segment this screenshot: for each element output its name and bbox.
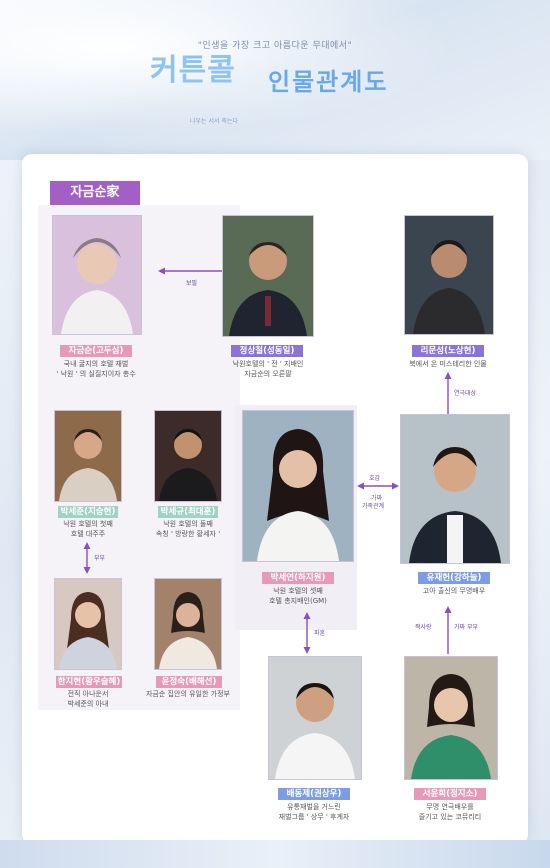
photo-seoyunhee [404,656,498,780]
rel-boyal: 보필 [186,280,198,287]
desc-hanjihyun-1: 전직 아나운서 [67,690,109,698]
name-jageumsun: 자금순(고두심) [60,345,132,357]
header-background [0,0,550,160]
rel-yeongi: 연극대상 [454,390,477,397]
desc-jungsangcheol-2: 자금순의 오른팔 [244,370,292,378]
rel-hogam: 호감 [369,475,381,482]
photo-parksemi [242,410,354,562]
bottom-glow [0,840,550,868]
name-jungsangcheol: 정상철(성동일) [231,345,303,357]
photo-yunjeongsuk [154,578,222,670]
photo-jungsangcheol [222,215,314,337]
desc-parkseguk-2: 속칭 ' 방랑한 황세자 ' [155,530,221,538]
name-parkseju: 박세준(지승현) [58,506,118,518]
name-baedongje: 배동제(권상우) [278,788,350,800]
photo-yujaeheon [400,414,510,564]
name-parksemi: 박세연(하지원) [262,572,334,584]
arrow-pahon [303,612,311,654]
arrow-bubu [83,542,91,574]
rel-gajjabubu: 가짜 부부 [454,624,478,631]
page-title: 인물관계도 [268,68,389,96]
desc-baedongje-1: 유통재벌을 거느린 [287,803,341,811]
desc-jageumsun-1: 국내 굴지의 호텔 재벌 [63,360,129,368]
desc-baedongje-2: 재벌그룹 ' 상무 ' 후계자 [278,813,350,821]
rel-gajokgwangye: 가족관계 [362,503,385,510]
name-hanjihyun: 한지현(황우슬혜) [56,676,122,688]
rel-gajja: 가짜 [371,495,383,502]
desc-parkseju-2: 호텔 대주주 [70,530,106,538]
logo-subtitle: 나우는 서서 죽는다 [190,118,238,125]
name-risangsik: 리문성(노상현) [412,345,484,357]
arrow-boyal [158,267,222,275]
arrow-yeongi [444,372,452,414]
photo-parkseju [54,410,122,502]
photo-jageumsun [52,215,142,335]
family-label: 자금순家 [50,181,140,205]
desc-hanjihyun-2: 박세준의 아내 [67,700,109,708]
desc-seoyunhee-1: 무명 연극배우를 [426,803,474,811]
desc-parksemi-1: 낙원 호텔의 셋째 [273,587,323,595]
desc-jungsangcheol-1: 낙원호텔의 ' 전 ' 지배인 [232,360,304,368]
rel-pahon: 파혼 [314,630,326,637]
slogan: "인생을 가장 크고 아름다운 무대에서" [197,41,353,51]
name-yunjeongsuk: 윤정숙(배해선) [156,676,222,688]
desc-jageumsun-2: ' 낙원 ' 의 실질지이자 총수 [56,370,136,378]
arrow-hogam [357,482,399,490]
photo-risangsik [404,215,494,335]
name-seoyunhee: 서윤희(정지소) [414,788,486,800]
name-parkseguk: 박세규(최대훈) [158,506,218,518]
desc-seoyunhee-2: 즐기고 있는 코뮤리티 [418,813,482,821]
name-yujaeheon: 유재헌(강하늘) [418,572,490,584]
rel-bubu: 부부 [94,555,106,562]
photo-baedongje [268,656,362,780]
drama-logo: 커튼콜 [150,53,236,88]
desc-parkseguk-1: 낙원 호텔의 둘째 [163,520,213,528]
desc-parksemi-2: 호텔 총지배인(GM) [269,597,327,605]
desc-yujaeheon-1: 고아 출신의 무명배우 [422,587,486,595]
desc-yunjeongsuk-1: 자금순 집안의 유일한 가정부 [146,690,230,698]
arrow-jjaksarang [444,606,452,654]
photo-parkseguk [154,410,222,502]
rel-jjaksarang: 짝사랑 [415,624,432,631]
photo-hanjihyun [54,578,122,670]
desc-risangsik-1: 북에서 온 미스테리한 인물 [409,360,487,368]
desc-parkseju-1: 낙원 호텔의 첫째 [63,520,113,528]
